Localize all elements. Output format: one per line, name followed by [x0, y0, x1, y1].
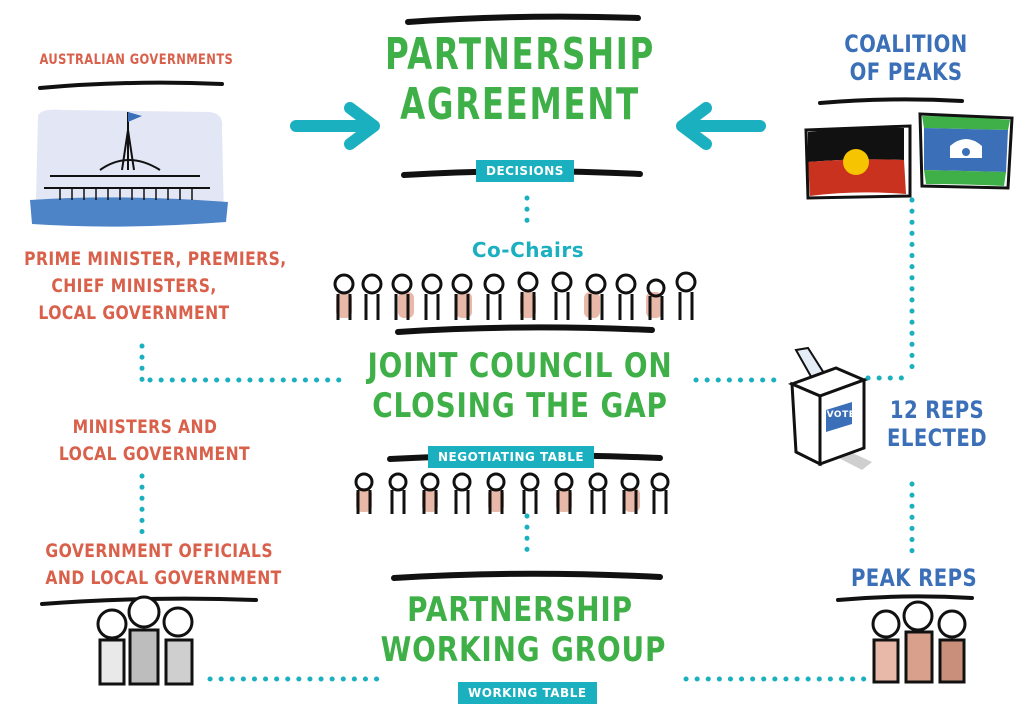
peak-reps-underline	[836, 594, 974, 602]
ministers-label: MINISTERS AND LOCAL GOVERNMENT	[58, 414, 251, 468]
working-group-top-stroke	[391, 570, 663, 581]
ballot-vote-label: VOTE	[826, 410, 856, 420]
coalition-of-peaks-label: COALITION OF PEAKS	[840, 30, 971, 86]
negotiating-table-badge: NEGOTIATING TABLE	[428, 446, 595, 468]
coalition-underline	[818, 97, 964, 105]
parliament-house-illustration	[30, 109, 228, 227]
partnership-agreement-title: PARTNERSHIP AGREEMENT	[382, 30, 658, 130]
reps-line-2: ELECTED	[887, 424, 987, 452]
right-arrow-icon	[676, 102, 766, 150]
joint-council-line-1: JOINT COUNCIL ON	[367, 346, 673, 386]
agreement-line-1: PARTNERSHIP	[385, 29, 655, 80]
aboriginal-flag-icon	[804, 124, 912, 200]
joint-council-line-2: CLOSING THE GAP	[372, 386, 668, 426]
left-arrow-icon	[290, 102, 380, 150]
council-top-stroke	[395, 324, 655, 335]
joint-council-title: JOINT COUNCIL ON CLOSING THE GAP	[364, 346, 676, 426]
leaders-label: PRIME MINISTER, PREMIERS, CHIEF MINISTER…	[24, 246, 287, 327]
officials-label: GOVERNMENT OFFICIALS AND LOCAL GOVERNMEN…	[45, 538, 282, 592]
decisions-badge: DECISIONS	[476, 160, 574, 182]
reps-elected-label: 12 REPS ELECTED	[876, 396, 999, 452]
peak-reps-figures	[871, 600, 967, 684]
australian-governments-label: AUSTRALIAN GOVERNMENTS	[39, 52, 234, 68]
reps-line-1: 12 REPS	[889, 396, 985, 424]
officials-line-1: GOVERNMENT OFFICIALS	[45, 540, 273, 562]
ballot-box-icon	[787, 346, 872, 470]
government-officials-figures	[96, 595, 194, 686]
ministers-line-1: MINISTERS AND	[72, 416, 218, 438]
coalition-line-1: COALITION	[844, 30, 968, 58]
agreement-top-stroke	[405, 13, 641, 25]
partnership-working-group-title: PARTNERSHIP WORKING GROUP	[380, 590, 667, 670]
aus-gov-underline	[38, 80, 224, 90]
peak-reps-label: PEAK REPS	[850, 564, 978, 592]
ministers-line-2: LOCAL GOVERNMENT	[58, 443, 251, 465]
leaders-line-1: PRIME MINISTER, PREMIERS,	[24, 248, 287, 270]
coalition-line-2: OF PEAKS	[849, 58, 963, 86]
officials-line-2: AND LOCAL GOVERNMENT	[45, 567, 282, 589]
agreement-line-2: AGREEMENT	[400, 79, 640, 130]
leaders-line-3: LOCAL GOVERNMENT	[38, 302, 230, 324]
co-chairs-label: Co-Chairs	[471, 238, 585, 262]
working-group-line-2: WORKING GROUP	[380, 630, 667, 670]
working-group-line-1: PARTNERSHIP	[407, 590, 633, 630]
working-table-badge: WORKING TABLE	[458, 682, 597, 704]
negotiating-table-figures	[354, 472, 670, 514]
co-chairs-figures	[333, 271, 697, 320]
torres-strait-flag-icon	[918, 112, 1014, 190]
leaders-line-2: CHIEF MINISTERS,	[51, 275, 217, 297]
